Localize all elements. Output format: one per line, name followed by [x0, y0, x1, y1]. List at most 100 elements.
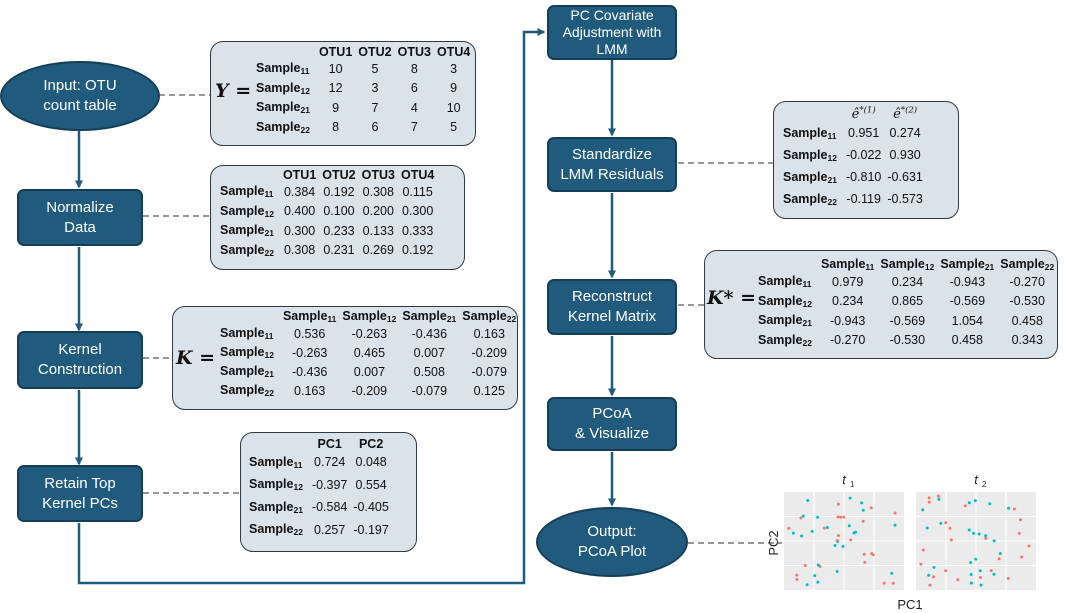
row-label-text: Sample: [758, 332, 803, 347]
plot-point: [969, 573, 973, 577]
matrix-cell: 3: [450, 61, 458, 76]
plot-point: [992, 572, 996, 576]
plot-point: [787, 526, 791, 530]
matrix-cell: -0.209: [351, 383, 388, 398]
plot-point: [973, 499, 977, 503]
row-label-text: Sample: [220, 383, 265, 397]
matrix-cell: 0.257: [314, 522, 346, 537]
matrix-cell: 0.930: [889, 148, 921, 163]
plot-point: [806, 499, 810, 503]
plot-point: [921, 508, 925, 512]
matrix-cell: 4: [410, 100, 418, 115]
plot-point: [927, 573, 931, 577]
matrix-cell: 1.054: [951, 313, 983, 328]
matrix-cell: 0.536: [294, 326, 326, 341]
plot-point: [963, 504, 967, 508]
row-label-text: Sample: [783, 147, 828, 162]
panel-title: t: [842, 472, 847, 487]
plot-point: [860, 501, 864, 505]
row-label: Sample22: [220, 383, 274, 398]
column-header: OTU4: [436, 45, 471, 59]
plot-point: [925, 526, 929, 530]
plot-point: [805, 583, 809, 587]
plot-point: [972, 531, 976, 535]
matrix-cell: 0.343: [1011, 333, 1043, 348]
matrix-cell: 0.308: [283, 243, 316, 258]
row-label: Sample21: [220, 223, 274, 239]
plot-point: [822, 526, 826, 530]
normalize-node: Normalize Data: [17, 189, 143, 246]
matrix-cell: 0.554: [355, 477, 387, 492]
column-header: Sample21: [940, 257, 995, 272]
matrix-cell: -0.197: [353, 522, 389, 537]
plot-point: [1027, 544, 1031, 548]
plot-point: [836, 515, 840, 519]
plot-point: [1017, 531, 1021, 535]
row-label-text: Sample: [256, 119, 301, 134]
row-label: Sample12: [220, 345, 274, 360]
panel-title: t: [974, 472, 979, 487]
column-header: Sample21: [402, 309, 457, 324]
row-label-text: Sample: [249, 454, 294, 469]
plot-point: [836, 534, 840, 538]
matrix-row: Sample22-0.119-0.573: [780, 188, 926, 210]
input-node: Input: OTU count table: [0, 61, 160, 131]
plot-point: [939, 521, 943, 525]
plot-point: [862, 552, 866, 556]
matrix-symbol: K* =: [707, 287, 756, 309]
matrix-cell: 10: [328, 61, 343, 76]
plot-point: [870, 552, 874, 556]
arrow-retain-pcadjust: [77, 28, 546, 585]
matrix-cell: -0.584: [311, 500, 348, 515]
matrix-cell: 7: [371, 100, 379, 115]
plot-point: [989, 569, 993, 573]
column-header: Sample22: [462, 309, 517, 324]
matrix-cell: 0.465: [353, 345, 386, 360]
row-label: Sample22: [783, 191, 837, 207]
plot-point: [848, 496, 852, 500]
plot-point: [936, 494, 940, 498]
plot-point: [1006, 576, 1010, 580]
kernel-construction-node: Kernel Construction: [17, 331, 143, 389]
plot-point: [944, 521, 948, 525]
plot-point: [816, 515, 820, 519]
plot-point: [978, 569, 982, 573]
row-label-text: Sample: [220, 364, 265, 378]
column-header: OTU1: [318, 45, 353, 59]
plot-point: [969, 581, 973, 585]
plot-point: [978, 576, 982, 580]
matrix-cell: 0.007: [353, 364, 386, 379]
plot-point: [1020, 555, 1024, 559]
plot-point: [956, 578, 960, 582]
panel-title-sub: 1: [850, 480, 855, 489]
pc-adjustment-node: PC Covariate Adjustment with LMM: [547, 5, 677, 60]
matrix-cell: 6: [371, 120, 379, 135]
matrix-cell: 0.200: [362, 204, 394, 219]
plot-point: [882, 581, 886, 585]
matrix-cell: -0.209: [471, 345, 507, 360]
matrix-cell: 0.125: [473, 383, 505, 398]
matrix-cell: 0.333: [402, 223, 434, 238]
plot-point: [988, 502, 992, 506]
row-label: Sample11: [758, 274, 812, 290]
column-header: PC1: [317, 437, 342, 451]
matrix-cell: 0.300: [402, 204, 434, 219]
matrix-cell: -0.079: [471, 364, 507, 379]
plot-point: [893, 523, 897, 527]
matrix-cell: 5: [371, 61, 379, 76]
